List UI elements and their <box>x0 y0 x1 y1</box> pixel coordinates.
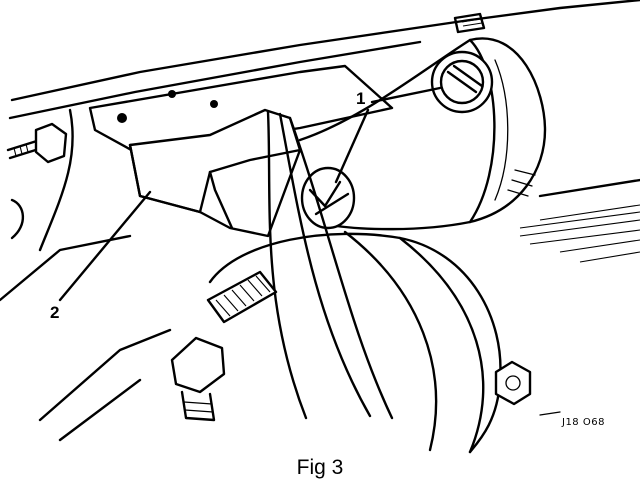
figure-caption: Fig 3 <box>296 456 344 479</box>
adjusting-screw-upper <box>430 50 494 114</box>
hex-nut <box>494 360 532 406</box>
panel-hatching <box>461 18 483 27</box>
threaded-stud <box>6 122 68 164</box>
figure-reference-code: J18 O68 <box>561 417 605 428</box>
hex-bolt <box>170 336 226 422</box>
headlamp-assembly-drawing <box>0 0 640 454</box>
callout-2-label: 2 <box>50 303 59 322</box>
wiring-harness <box>266 110 394 420</box>
callout-leaders <box>58 86 561 416</box>
hose-clip <box>206 270 278 324</box>
lower-housing <box>208 230 502 454</box>
callout-1-label: 1 <box>356 89 365 108</box>
headlamp-bowl <box>298 37 547 231</box>
mounting-bracket <box>128 108 302 238</box>
grille-hatching <box>519 204 640 263</box>
